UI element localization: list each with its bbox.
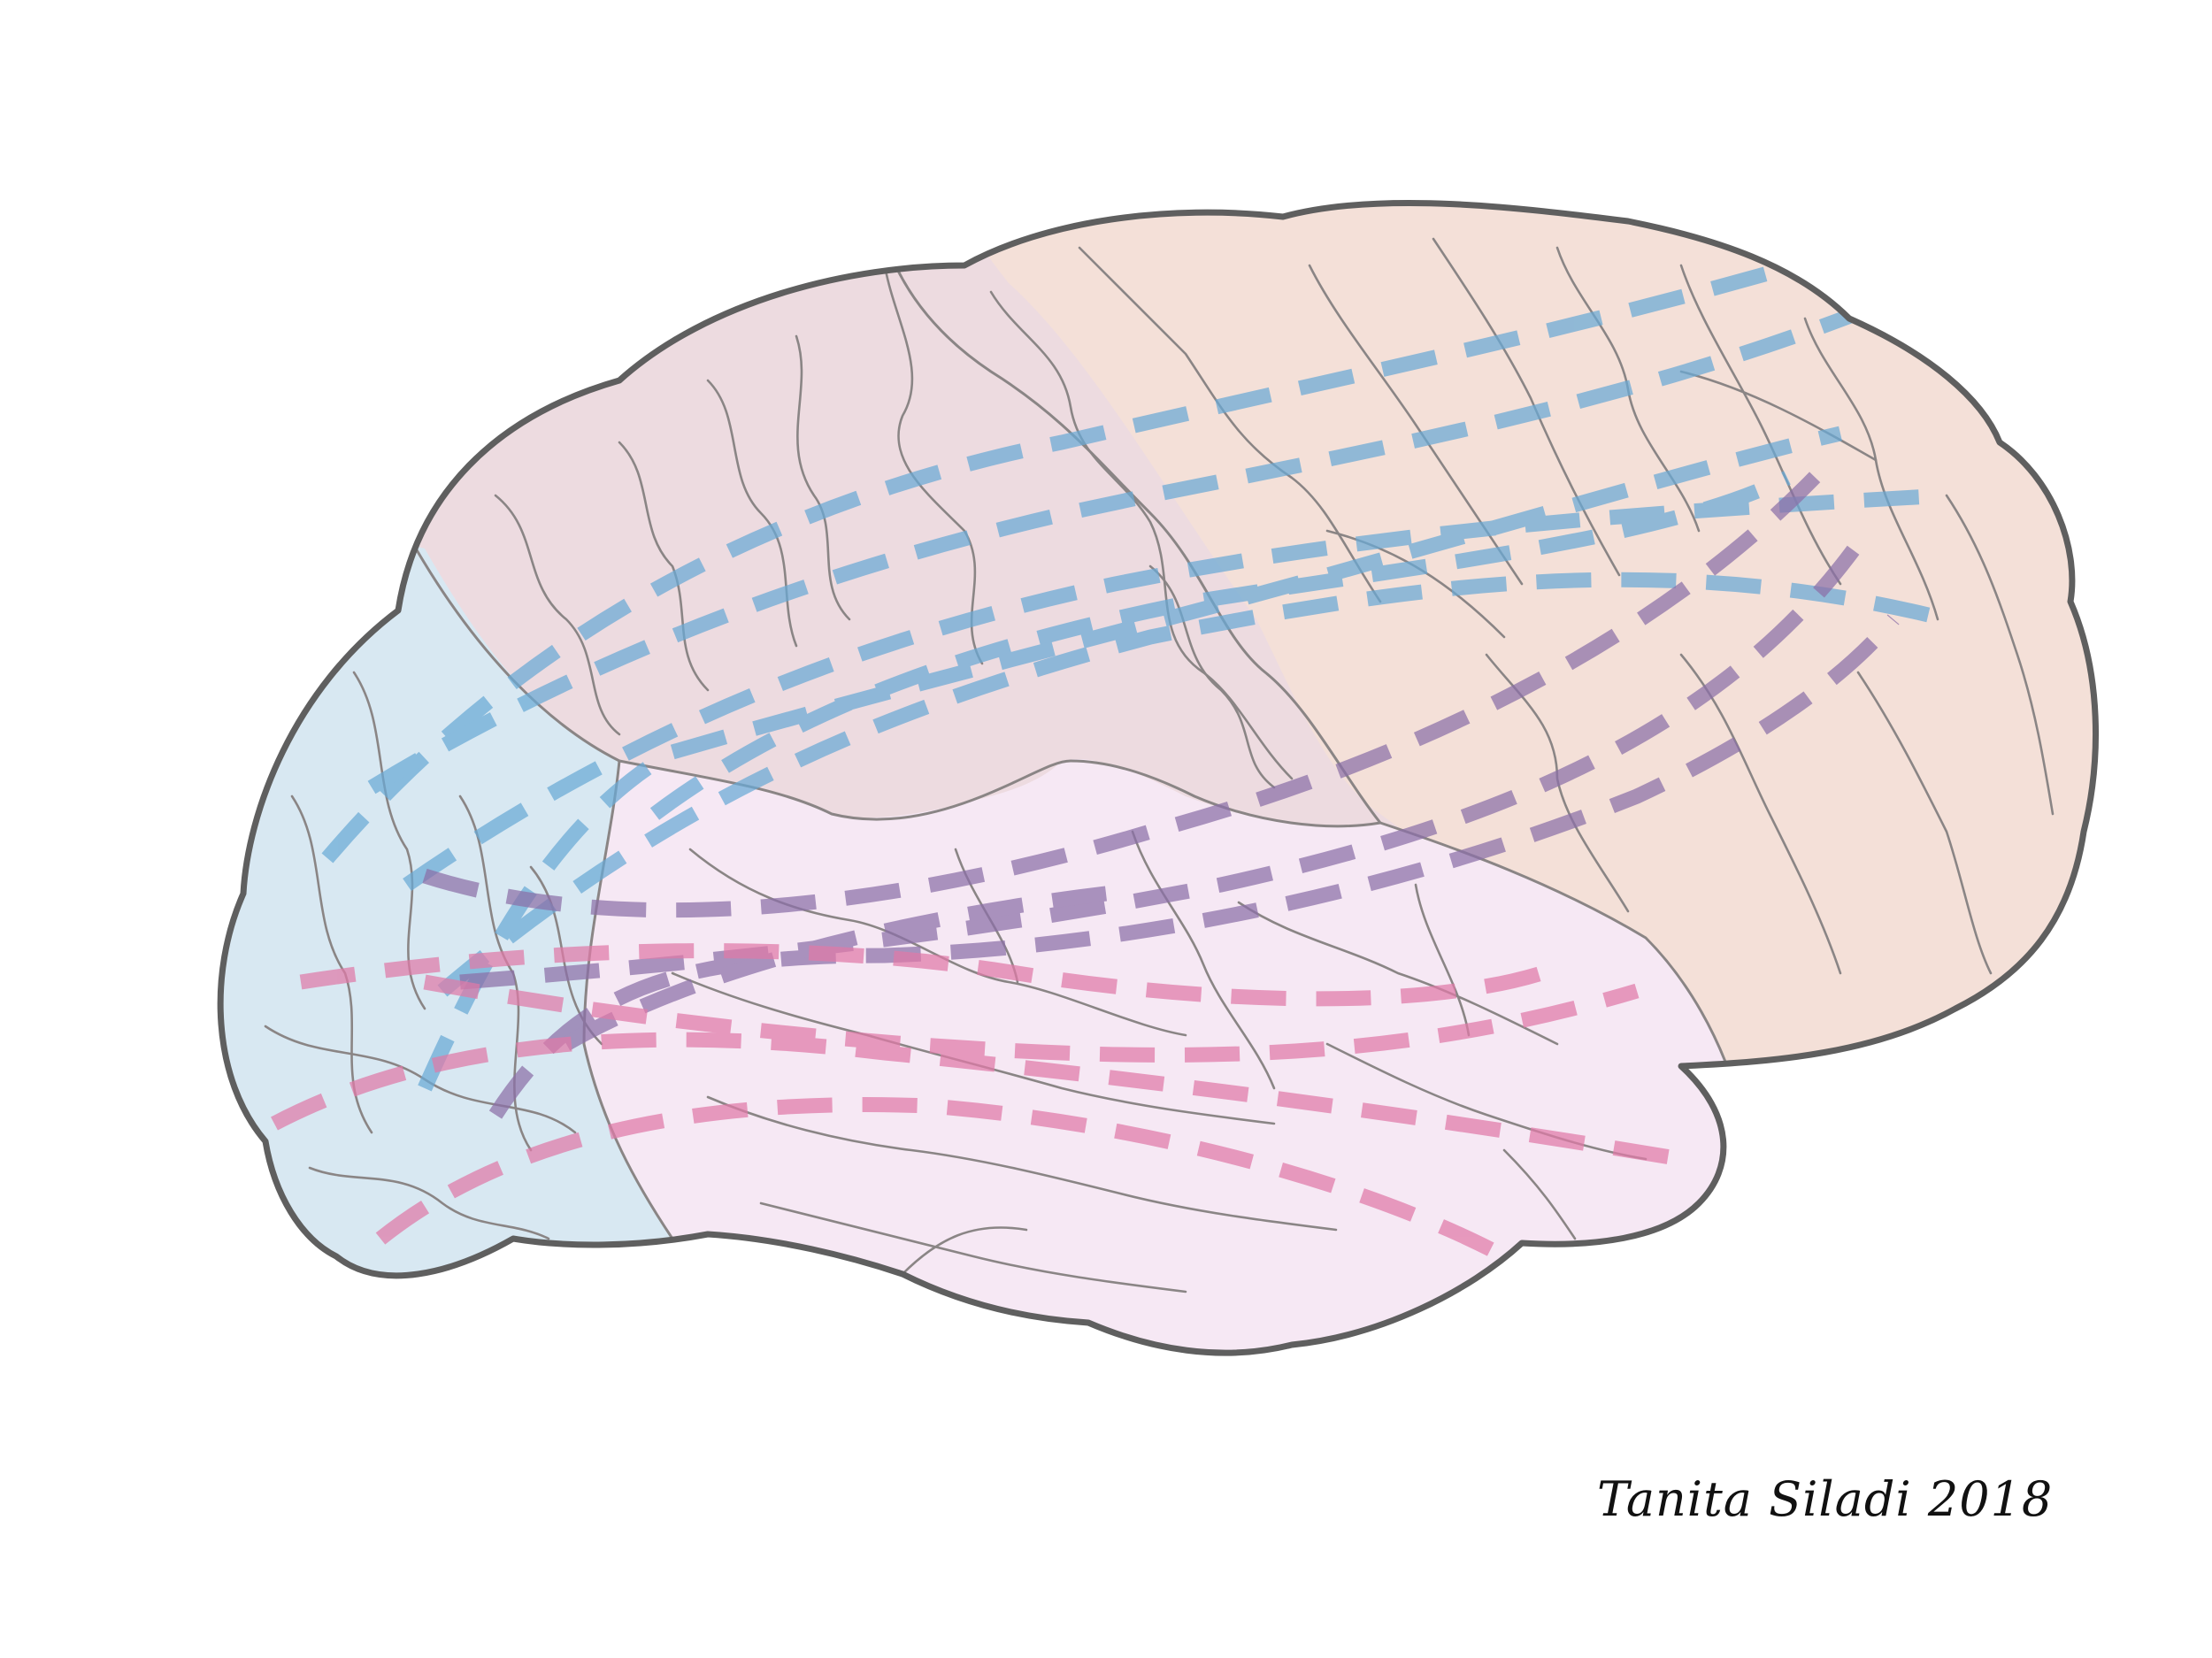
brain-outline [217, 199, 2099, 1356]
sylvian-fissure [618, 759, 1727, 1063]
dorsal-tract-6 [418, 426, 1842, 1092]
middle-tract-3 [488, 614, 1900, 1119]
artist-signature: Tanita Siladi 2018 [1597, 1471, 2054, 1527]
dorsal-tracts [321, 257, 1949, 1092]
middle-tract-4 [562, 886, 1108, 1051]
dorsal-tract-1 [321, 257, 1799, 864]
central-sulcus [883, 238, 1382, 824]
dorsal-tract-3 [403, 487, 1947, 891]
ventral-tracts [271, 943, 1683, 1263]
ventral-tract-3 [375, 1097, 1508, 1263]
temporal-lobe [584, 759, 1739, 1354]
dorsal-tract-4 [437, 572, 1949, 997]
ventral-tract-4 [423, 974, 1640, 1063]
middle-tract-1 [422, 464, 1829, 918]
middle-tracts [422, 464, 1900, 1119]
gyri-lines [264, 237, 2055, 1293]
ventral-tract-1 [299, 943, 1570, 1007]
dorsal-tract-2 [367, 303, 1870, 794]
fiber-tracts [271, 257, 1949, 1263]
middle-tract-2 [459, 526, 1874, 990]
ventral-tract-2 [271, 1032, 1683, 1167]
dorsal-tract-5 [649, 471, 1791, 820]
